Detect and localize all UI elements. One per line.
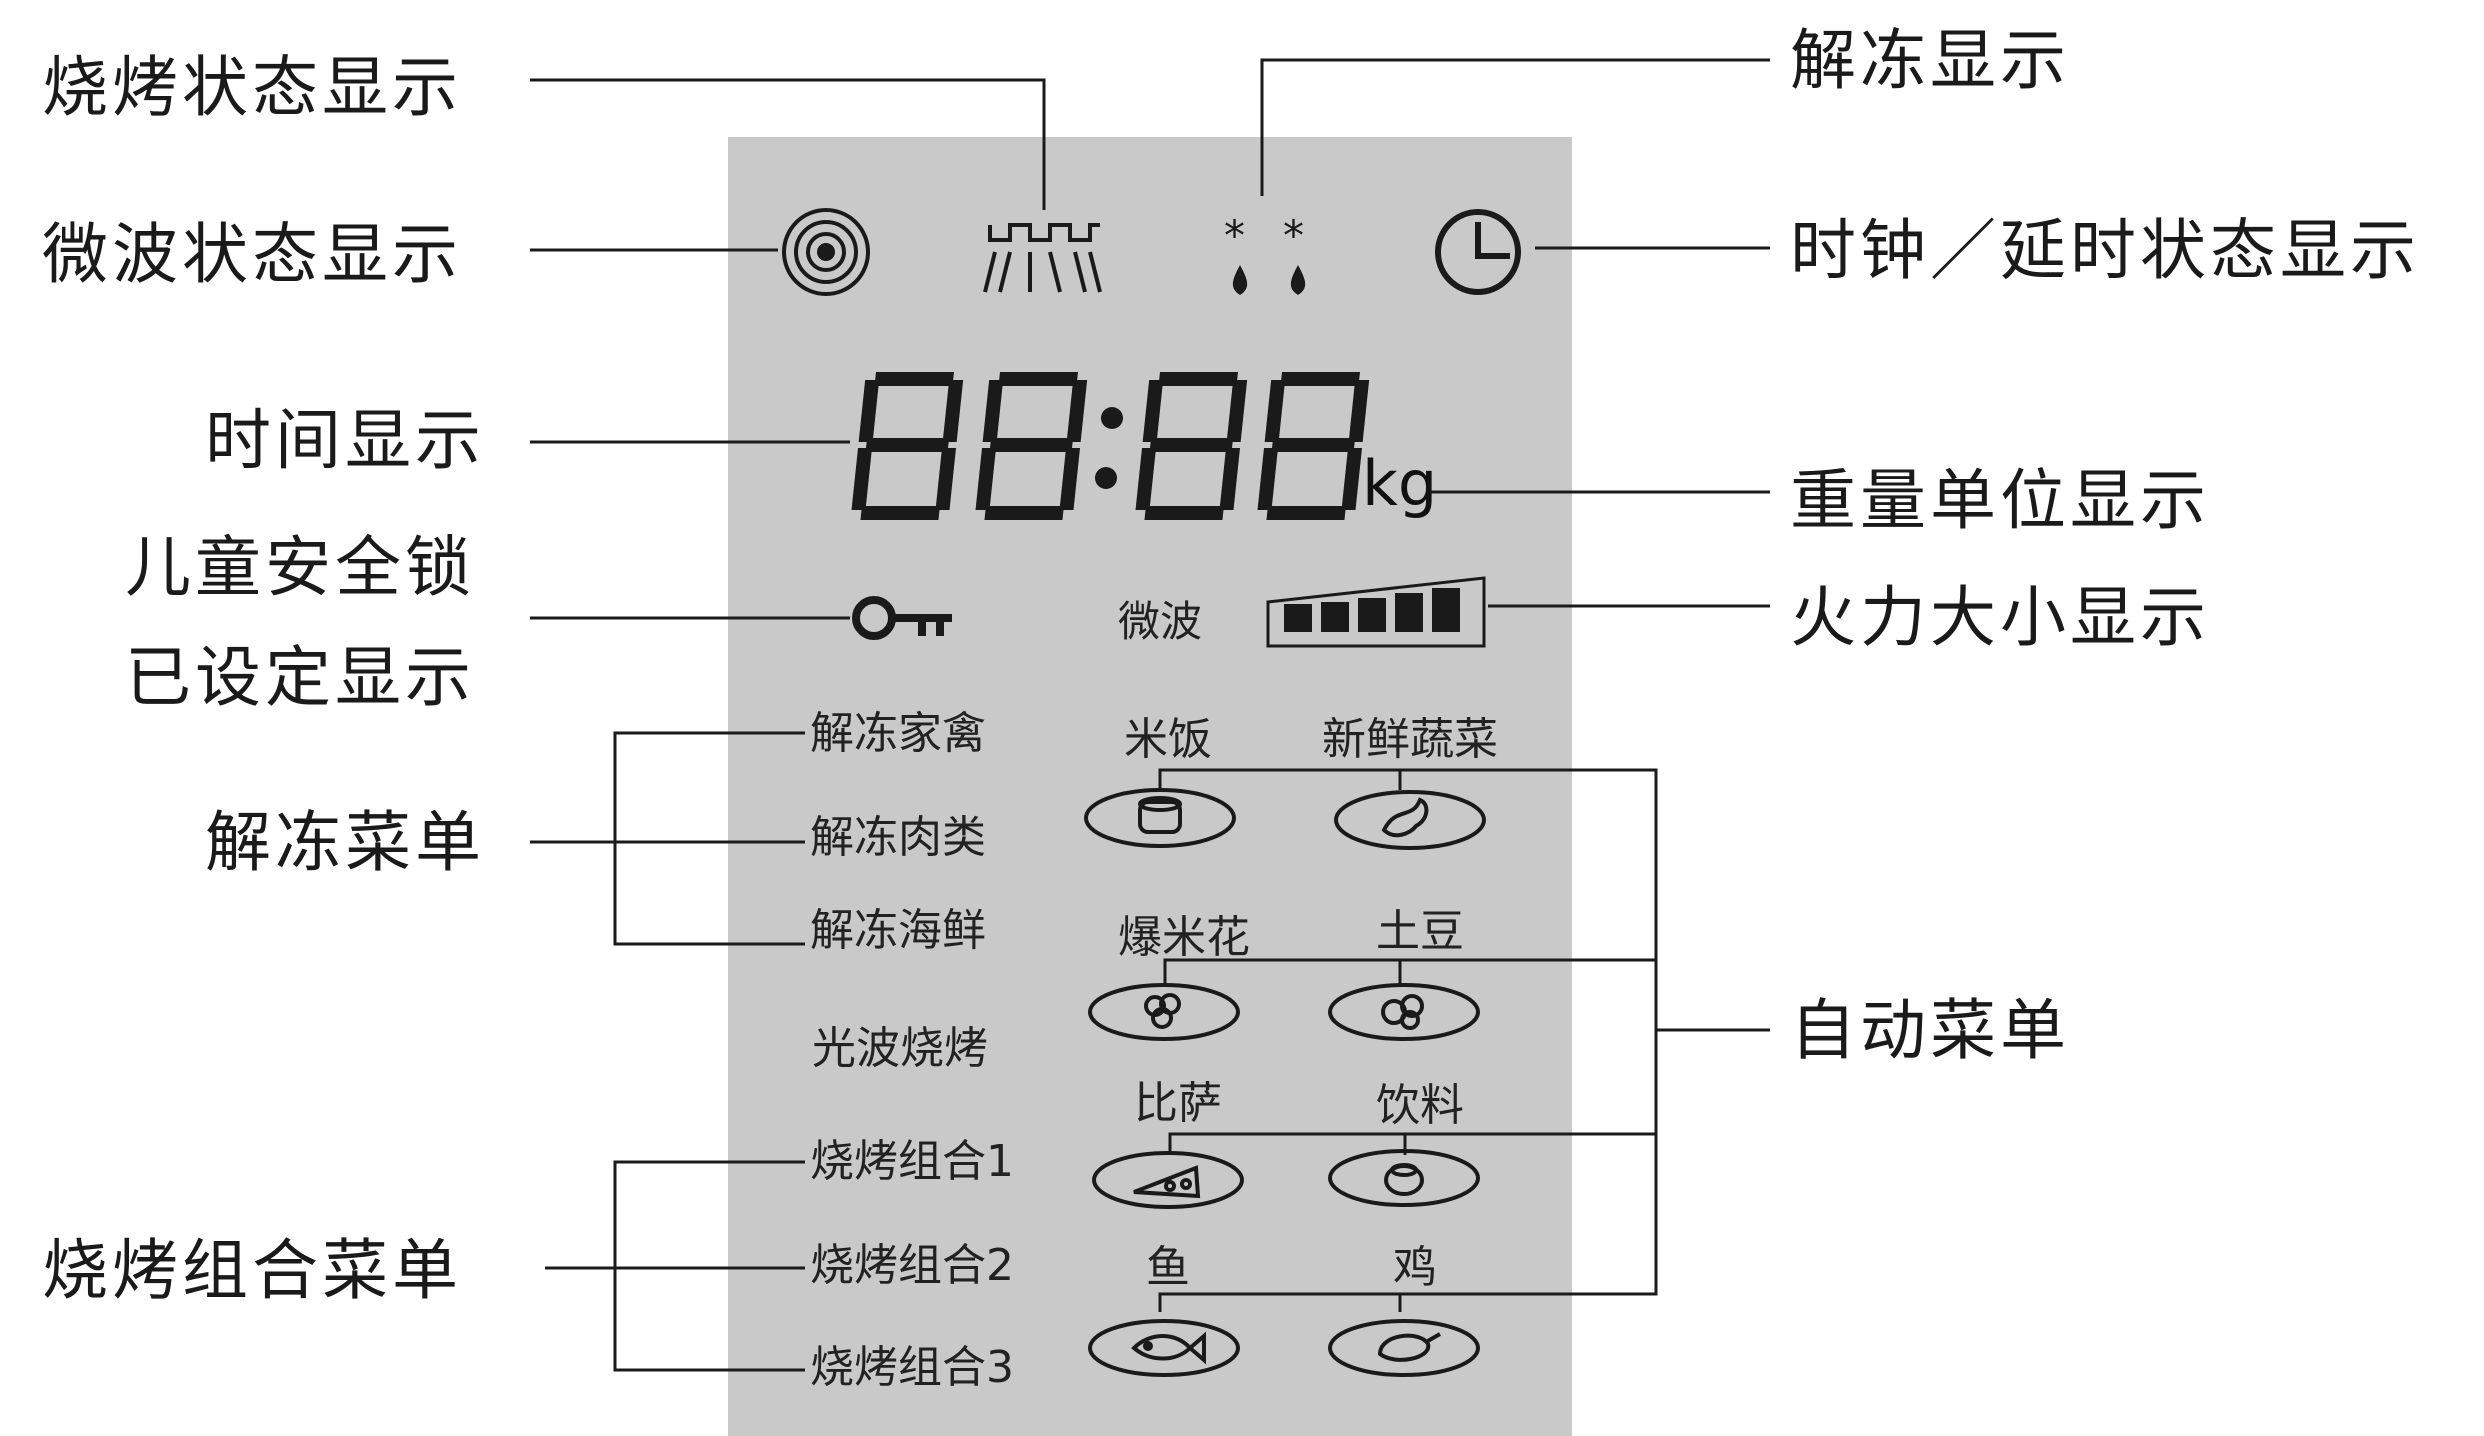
svg-text:*: * bbox=[1283, 211, 1304, 260]
food-label-pizza: 比萨 bbox=[1134, 1078, 1222, 1129]
key-icon bbox=[852, 596, 952, 640]
callout-bake-status: 烧烤状态显示 bbox=[42, 49, 462, 126]
callout-power-level: 火力大小显示 bbox=[1790, 579, 2210, 656]
weight-unit-kg: kg bbox=[1362, 447, 1438, 520]
callout-child-lock-2: 已设定显示 bbox=[125, 639, 475, 716]
food-label-vegetables: 新鲜蔬菜 bbox=[1322, 714, 1498, 765]
power-bar-3 bbox=[1358, 598, 1386, 632]
svg-text:*: * bbox=[1224, 211, 1245, 260]
callout-child-lock-1: 儿童安全锁 bbox=[125, 529, 475, 606]
power-level-indicator bbox=[1266, 576, 1486, 648]
menu-bake-combo-3: 烧烤组合3 bbox=[810, 1342, 1014, 1393]
menu-lightwave-bake: 光波烧烤 bbox=[812, 1023, 988, 1074]
menu-defrost-meat: 解冻肉类 bbox=[810, 812, 986, 863]
potato-icon bbox=[1328, 983, 1480, 1041]
menu-defrost-seafood: 解冻海鲜 bbox=[810, 905, 986, 956]
power-bar-4 bbox=[1395, 593, 1423, 632]
food-label-chicken: 鸡 bbox=[1393, 1242, 1437, 1293]
vegetable-icon bbox=[1334, 790, 1486, 850]
menu-defrost-poultry: 解冻家禽 bbox=[810, 708, 986, 759]
power-label: 微波 bbox=[1118, 597, 1203, 646]
power-bar-2 bbox=[1321, 602, 1349, 632]
pizza-icon bbox=[1092, 1151, 1244, 1209]
food-label-drink: 饮料 bbox=[1376, 1080, 1464, 1131]
callout-bake-combo-menu: 烧烤组合菜单 bbox=[42, 1232, 462, 1309]
callout-clock-delay: 时钟／延时状态显示 bbox=[1790, 212, 2420, 289]
digit-display bbox=[851, 372, 1370, 520]
leader-bake-status bbox=[530, 78, 1046, 210]
grill-icon bbox=[983, 223, 1102, 293]
callout-defrost-menu: 解冻菜单 bbox=[205, 804, 485, 881]
display-panel bbox=[728, 137, 1572, 1436]
callout-microwave-status: 微波状态显示 bbox=[42, 216, 462, 293]
microwave-icon bbox=[782, 208, 870, 296]
callout-weight-unit: 重量单位显示 bbox=[1790, 462, 2210, 539]
leader-defrost-menu bbox=[613, 731, 805, 946]
food-label-rice: 米饭 bbox=[1124, 714, 1212, 765]
callout-auto-menu: 自动菜单 bbox=[1790, 992, 2070, 1069]
food-label-potato: 土豆 bbox=[1376, 906, 1464, 957]
clock-icon bbox=[1435, 209, 1521, 295]
callout-defrost-display: 解冻显示 bbox=[1790, 22, 2070, 99]
menu-bake-combo-2: 烧烤组合2 bbox=[810, 1240, 1014, 1291]
power-bar-5 bbox=[1432, 588, 1460, 632]
chicken-icon bbox=[1328, 1319, 1480, 1377]
leader-bake-combo-menu bbox=[613, 1160, 805, 1372]
popcorn-icon bbox=[1088, 983, 1240, 1041]
leader-defrost-display bbox=[1260, 58, 1770, 196]
menu-bake-combo-1: 烧烤组合1 bbox=[810, 1136, 1014, 1187]
food-label-popcorn: 爆米花 bbox=[1118, 912, 1250, 963]
drink-icon bbox=[1328, 1149, 1480, 1207]
food-label-fish: 鱼 bbox=[1146, 1242, 1190, 1293]
defrost-icon: * * bbox=[1224, 211, 1306, 295]
callout-time-display: 时间显示 bbox=[205, 402, 485, 479]
power-bar-1 bbox=[1284, 604, 1312, 632]
fish-icon bbox=[1088, 1319, 1240, 1377]
rice-bowl-icon bbox=[1084, 788, 1236, 848]
